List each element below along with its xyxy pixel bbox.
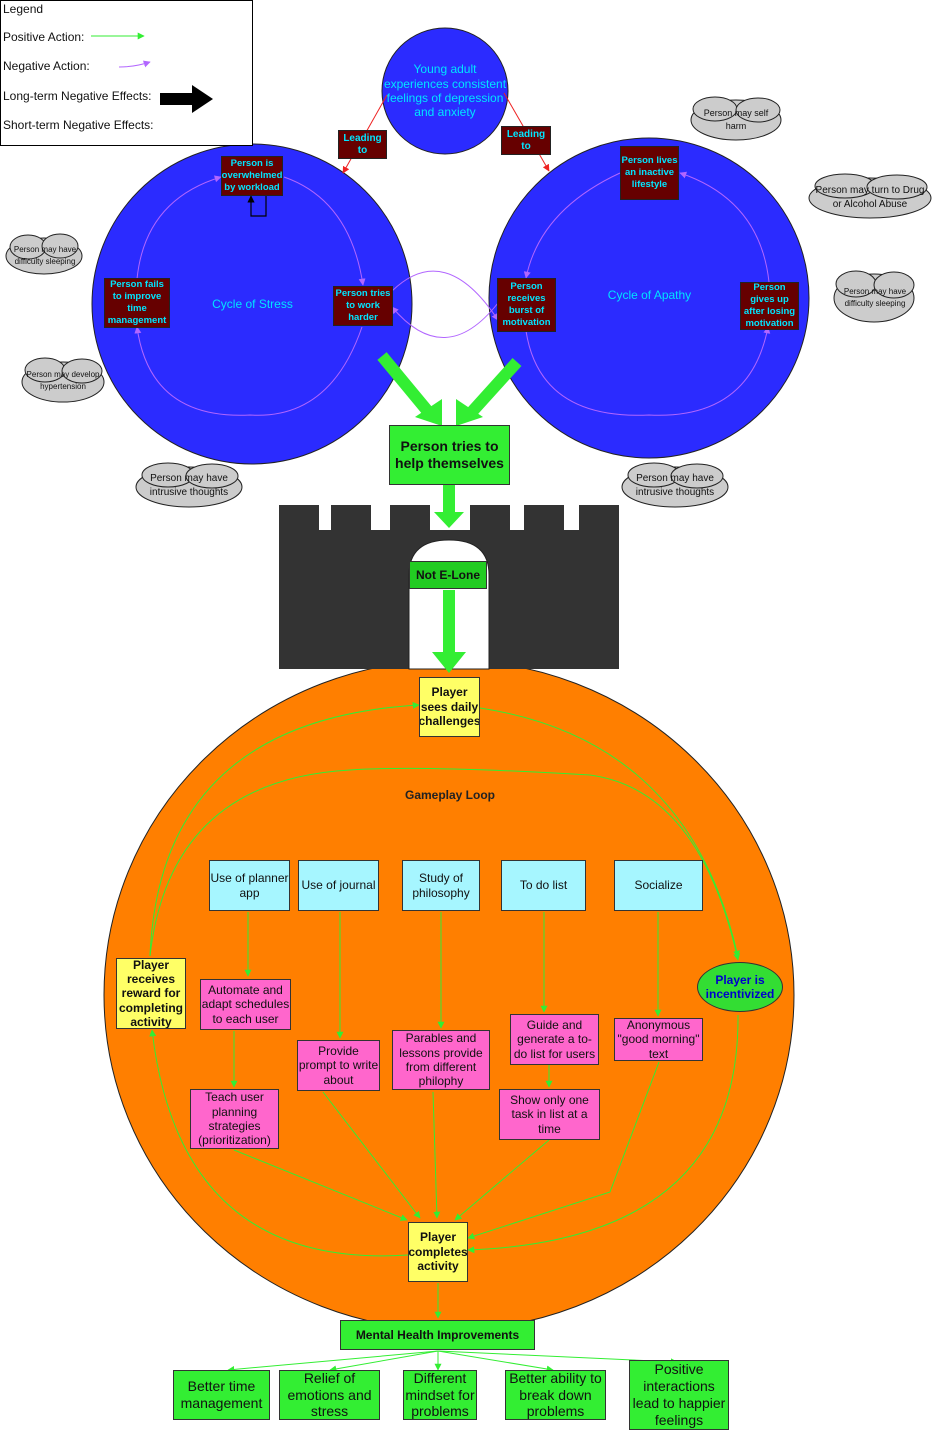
apathy-title: Cycle of Apathy — [607, 288, 692, 302]
cloud-self-harm — [690, 96, 782, 141]
apathy-circle — [488, 137, 810, 459]
stress-tries-harder: Person tries to work harder — [333, 286, 393, 326]
stress-overwhelmed: Person is overwhelmed by workload — [221, 156, 283, 196]
stress-title: Cycle of Stress — [212, 297, 293, 311]
reward-box: Player receives reward for completing ac… — [116, 958, 186, 1029]
improvement-breakdown: Better ability to break down problems — [505, 1370, 606, 1420]
stress-fails: Person fails to improve time management — [104, 278, 170, 328]
help-themselves: Person tries to help themselves — [389, 425, 510, 485]
teach-box: Teach user planning strategies (prioriti… — [190, 1089, 279, 1149]
apathy-burst: Person receives burst of motivation — [497, 278, 556, 332]
cloud-hypertension — [21, 357, 105, 403]
daily-challenges: Player sees daily challenges — [419, 677, 480, 737]
cloud-sleep-left-text: Person may have difficulty sleeping — [13, 245, 77, 266]
improvement-positive: Positive interactions lead to happier fe… — [629, 1360, 729, 1430]
improvement-mindset: Different mindset for problems — [403, 1370, 477, 1420]
cloud-sleep-right-text: Person may have difficulty sleeping — [843, 287, 907, 308]
parables-box: Parables and lessons provide from differ… — [392, 1030, 490, 1090]
castle-label: Not E-Lone — [409, 561, 487, 589]
cloud-self-harm-text: Person may self harm — [703, 107, 769, 131]
cloud-intrusive-right-text: Person may have intrusive thoughts — [635, 472, 715, 499]
cloud-intrusive-right — [621, 462, 729, 508]
improvement-time: Better time management — [173, 1370, 270, 1420]
leading-to-right: Leading to — [501, 126, 551, 155]
feature-socialize: Socialize — [614, 860, 703, 911]
top-circle-text: Young adult experiences consistent feeli… — [383, 62, 507, 120]
cloud-sleep-left — [5, 233, 83, 275]
improvement-relief: Relief of emotions and stress — [279, 1370, 380, 1420]
legend-negative: Negative Action: — [3, 59, 90, 73]
legend-thick-arrow — [160, 85, 213, 113]
cloud-hypertension-text: Person may develop hypertension — [26, 370, 100, 391]
feature-todo: To do list — [501, 860, 586, 911]
leading-to-left: Leading to — [338, 130, 387, 159]
cloud-drug — [808, 173, 932, 219]
legend-box — [0, 0, 253, 146]
cloud-sleep-right — [833, 270, 915, 323]
cloud-drug-text: Person may turn to Drug or Alcohol Abuse — [815, 184, 925, 211]
cloud-intrusive-left-text: Person may have intrusive thoughts — [149, 472, 229, 499]
show-one-box: Show only one task in list at a time — [499, 1089, 600, 1140]
legend-positive: Positive Action: — [3, 30, 85, 44]
gameplay-title: Gameplay Loop — [404, 788, 496, 802]
apathy-inactive: Person lives an inactive lifestyle — [620, 146, 679, 200]
journal-prompt-box: Provide prompt to write about — [297, 1040, 380, 1091]
cloud-intrusive-left — [135, 462, 243, 508]
feature-journal: Use of journal — [298, 860, 379, 911]
guide-box: Guide and generate a to-do list for user… — [510, 1014, 599, 1065]
feature-philosophy: Study of philosophy — [402, 860, 480, 911]
improvements-title: Mental Health Improvements — [340, 1320, 535, 1350]
anonymous-box: Anonymous "good morning" text — [614, 1018, 703, 1061]
incentivized: Player is incentivized — [697, 962, 783, 1012]
apathy-gives-up: Person gives up after losing motivation — [740, 282, 799, 330]
completes-activity: Player completes activity — [408, 1222, 468, 1282]
legend-title: Legend — [3, 2, 44, 16]
feature-planner: Use of planner app — [209, 860, 290, 911]
top-circle — [381, 27, 509, 155]
legend-short-term: Short-term Negative Effects: — [3, 118, 154, 132]
legend-long-term: Long-term Negative Effects: — [3, 89, 152, 103]
automate-box: Automate and adapt schedules to each use… — [200, 979, 291, 1030]
help-arrows — [377, 352, 522, 660]
